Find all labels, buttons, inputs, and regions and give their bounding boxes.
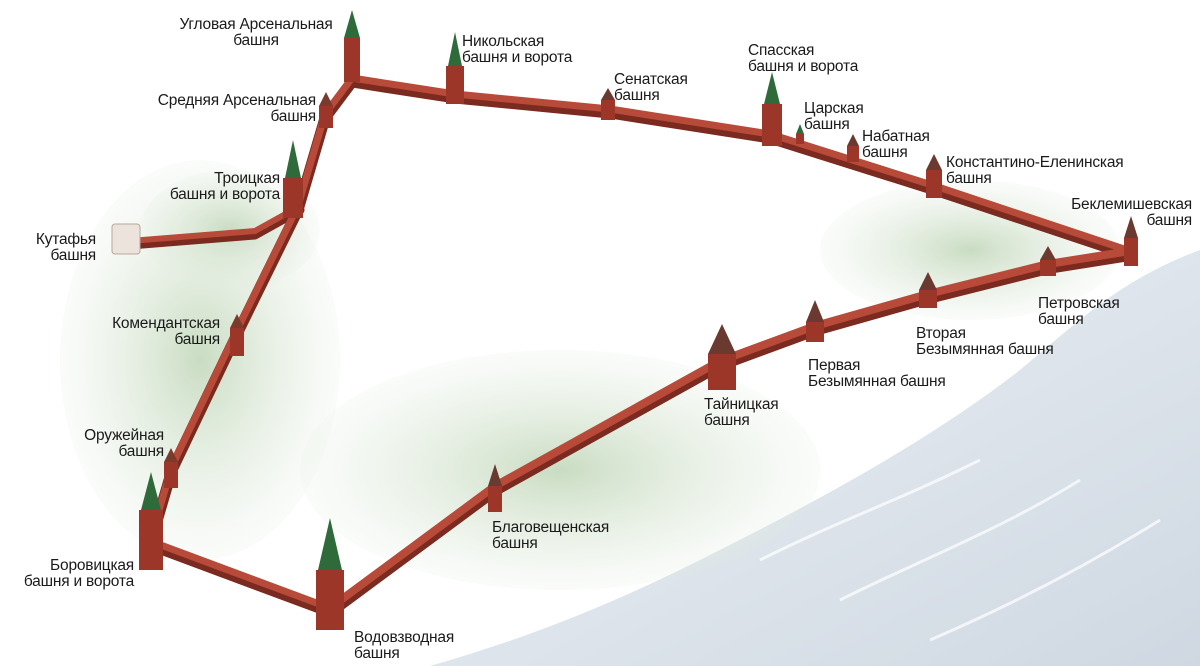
tower-blagoveshchenskaya <box>488 464 502 512</box>
tower-tainitskaya <box>708 324 736 390</box>
tower-senatskaya <box>601 88 615 120</box>
tower-srednyaya-arsenalnaya <box>319 92 333 128</box>
tower-vtoraya-bezymyannaya <box>919 272 937 308</box>
tower-oruzheinaya <box>164 448 178 488</box>
tower-spasskaya <box>762 72 782 146</box>
tower-vodovzvodnaya <box>316 518 344 630</box>
tower-nikolskaya <box>446 32 464 104</box>
towers <box>111 10 1138 630</box>
tower-tsarskaya <box>796 124 804 144</box>
tower-komendantskaya <box>230 314 244 356</box>
tower-beklemishevskaya <box>1124 216 1138 266</box>
tower-pervaya-bezymyannaya <box>806 300 824 342</box>
river-ripples <box>759 458 1161 642</box>
tower-borovitskaya <box>139 472 163 570</box>
tower-petrovskaya <box>1040 246 1056 276</box>
trees-inner-south <box>300 350 820 590</box>
tower-konstantino-eleninskaya <box>926 154 942 198</box>
trees-inner-east <box>820 180 1120 320</box>
tower-kutafya <box>111 223 141 255</box>
tower-nabatnaya <box>847 134 859 162</box>
tower-uglovaya-arsenalnaya <box>344 10 360 82</box>
tower-troitskaya <box>283 140 303 218</box>
river-shape <box>430 250 1200 666</box>
